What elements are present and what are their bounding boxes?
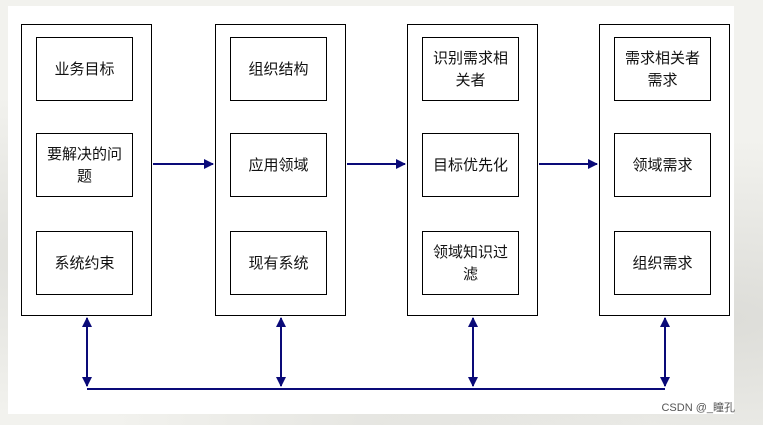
box-existing-systems: 现有系统 [230,231,327,295]
box-problems-to-solve: 要解决的问题 [36,133,133,197]
group-2: 组织结构 应用领域 现有系统 [215,24,346,316]
box-application-domain: 应用领域 [230,133,327,197]
group-4: 需求相关者需求 领域需求 组织需求 [599,24,730,316]
box-stakeholder-requirements: 需求相关者需求 [614,37,711,101]
box-identify-stakeholders: 识别需求相关者 [422,37,519,101]
box-goal-prioritization: 目标优先化 [422,133,519,197]
box-domain-requirements: 领域需求 [614,133,711,197]
diagram-canvas: 业务目标 要解决的问题 系统约束 组织结构 应用领域 现有系统 识别需求相关者 … [8,6,734,414]
box-business-goals: 业务目标 [36,37,133,101]
box-system-constraints: 系统约束 [36,231,133,295]
box-org-requirements: 组织需求 [614,231,711,295]
connector-arrows [82,159,670,390]
box-domain-knowledge-filter: 领域知识过滤 [422,231,519,295]
group-1: 业务目标 要解决的问题 系统约束 [21,24,152,316]
watermark: CSDN @_瞳孔 [661,402,735,414]
box-org-structure: 组织结构 [230,37,327,101]
group-3: 识别需求相关者 目标优先化 领域知识过滤 [407,24,538,316]
